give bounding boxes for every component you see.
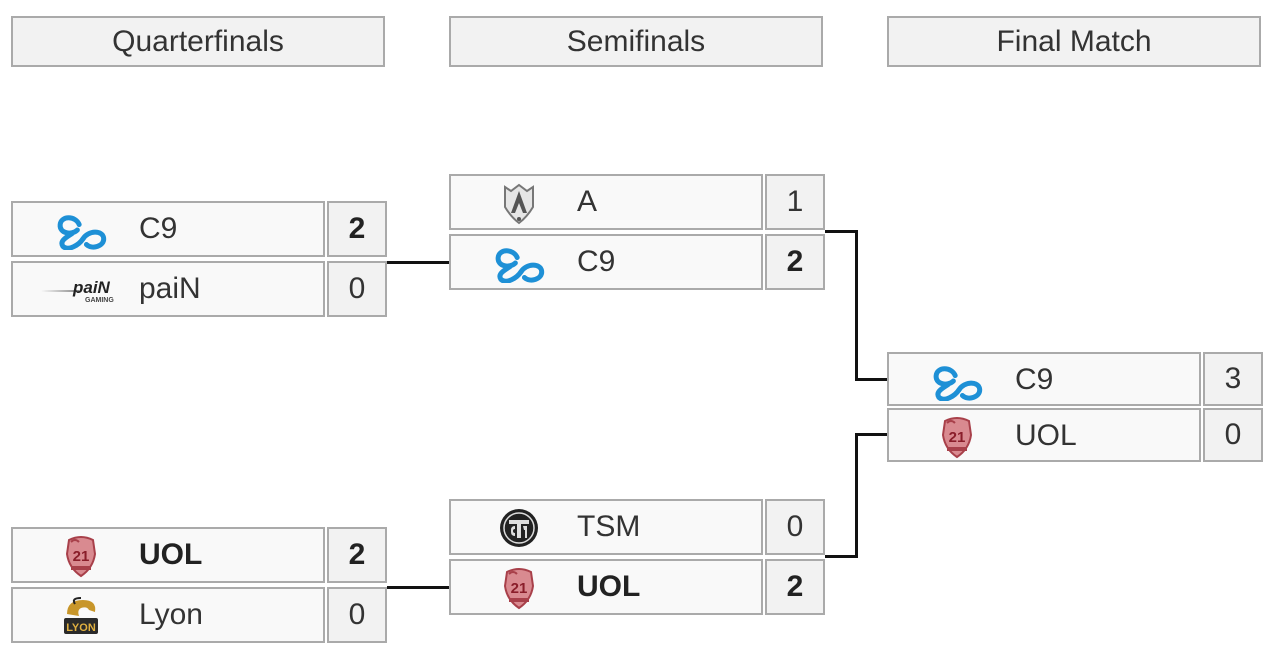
- team-row[interactable]: A 1: [449, 174, 825, 230]
- pain-logo-subtext: GAMING: [85, 297, 114, 304]
- bracket-connector: [855, 230, 858, 381]
- team-cell: UOL: [11, 527, 325, 583]
- round-header-quarterfinals: Quarterfinals: [11, 16, 385, 67]
- team-name: UOL: [577, 570, 641, 603]
- team-score: 1: [765, 174, 825, 230]
- uol-icon: [925, 415, 989, 459]
- team-row[interactable]: TSM 0: [449, 499, 825, 555]
- team-name: C9: [139, 212, 178, 245]
- team-name: Lyon: [139, 598, 203, 631]
- team-score: 2: [327, 527, 387, 583]
- team-name: UOL: [139, 538, 203, 571]
- cloud9-icon: [925, 359, 989, 403]
- match-semifinal-2: TSM 0 UOL 2: [449, 499, 825, 615]
- team-name: C9: [1015, 363, 1054, 396]
- pain-logo-text: paiN: [72, 278, 111, 297]
- team-row[interactable]: C9 2: [11, 201, 387, 257]
- alliance-icon: [487, 181, 551, 225]
- uol-icon: [49, 534, 113, 578]
- cloud9-icon: [49, 208, 113, 252]
- team-row[interactable]: C9 2: [449, 234, 825, 290]
- bracket-connector: [855, 433, 858, 558]
- team-score: 0: [765, 499, 825, 555]
- team-name: A: [577, 185, 598, 218]
- team-cell: TSM: [449, 499, 763, 555]
- team-row[interactable]: paiN GAMING paiN 0: [11, 261, 387, 317]
- team-name: TSM: [577, 510, 641, 543]
- bracket-connector: [387, 586, 449, 589]
- match-quarterfinal-1: C9 2 paiN GAMING paiN 0: [11, 201, 387, 317]
- uol-icon: [487, 566, 551, 610]
- team-score: 3: [1203, 352, 1263, 406]
- tsm-icon: [487, 506, 551, 550]
- team-score: 2: [327, 201, 387, 257]
- team-score: 0: [327, 587, 387, 643]
- team-cell: paiN GAMING paiN: [11, 261, 325, 317]
- team-cell: C9: [887, 352, 1201, 406]
- pain-gaming-icon: paiN GAMING: [39, 268, 127, 312]
- cloud9-icon: [487, 241, 551, 285]
- team-row[interactable]: UOL 0: [887, 408, 1263, 462]
- team-score: 0: [327, 261, 387, 317]
- bracket-connector: [387, 261, 449, 264]
- team-cell: Lyon: [11, 587, 325, 643]
- team-row[interactable]: Lyon 0: [11, 587, 387, 643]
- team-score: 2: [765, 234, 825, 290]
- team-score: 2: [765, 559, 825, 615]
- team-cell: C9: [11, 201, 325, 257]
- team-cell: A: [449, 174, 763, 230]
- match-quarterfinal-2: UOL 2 Lyon 0: [11, 527, 387, 643]
- round-header-final: Final Match: [887, 16, 1261, 67]
- team-row[interactable]: UOL 2: [11, 527, 387, 583]
- team-name: C9: [577, 245, 616, 278]
- match-final: C9 3 UOL 0: [887, 352, 1263, 462]
- bracket-connector: [855, 433, 887, 436]
- bracket-connector: [855, 378, 887, 381]
- team-cell: UOL: [449, 559, 763, 615]
- team-name: UOL: [1015, 419, 1077, 452]
- team-row[interactable]: UOL 2: [449, 559, 825, 615]
- team-score: 0: [1203, 408, 1263, 462]
- round-header-semifinals: Semifinals: [449, 16, 823, 67]
- bracket-connector: [825, 555, 857, 558]
- match-semifinal-1: A 1 C9 2: [449, 174, 825, 290]
- team-row[interactable]: C9 3: [887, 352, 1263, 406]
- lyon-icon: [49, 594, 113, 638]
- team-name: paiN: [139, 272, 201, 305]
- team-cell: UOL: [887, 408, 1201, 462]
- team-cell: C9: [449, 234, 763, 290]
- bracket-connector: [825, 230, 857, 233]
